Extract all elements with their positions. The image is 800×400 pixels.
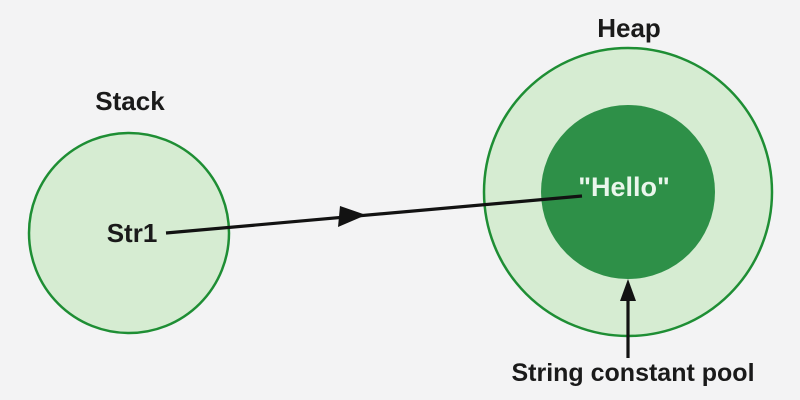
reference-arrowhead-icon bbox=[338, 206, 366, 227]
pool-arrowhead-icon bbox=[620, 279, 636, 301]
string-constant-pool-circle bbox=[541, 105, 715, 279]
stack-circle bbox=[27, 131, 231, 335]
stack-variable-label: Str1 bbox=[107, 218, 158, 248]
reference-arrow-line bbox=[165, 194, 583, 235]
stack-title: Stack bbox=[95, 86, 165, 116]
pool-annotation-arrow bbox=[620, 279, 636, 358]
reference-arrow bbox=[165, 194, 583, 235]
heap-string-value: "Hello" bbox=[578, 172, 670, 202]
heap-title: Heap bbox=[597, 13, 661, 43]
string-constant-pool-label: String constant pool bbox=[511, 359, 754, 387]
